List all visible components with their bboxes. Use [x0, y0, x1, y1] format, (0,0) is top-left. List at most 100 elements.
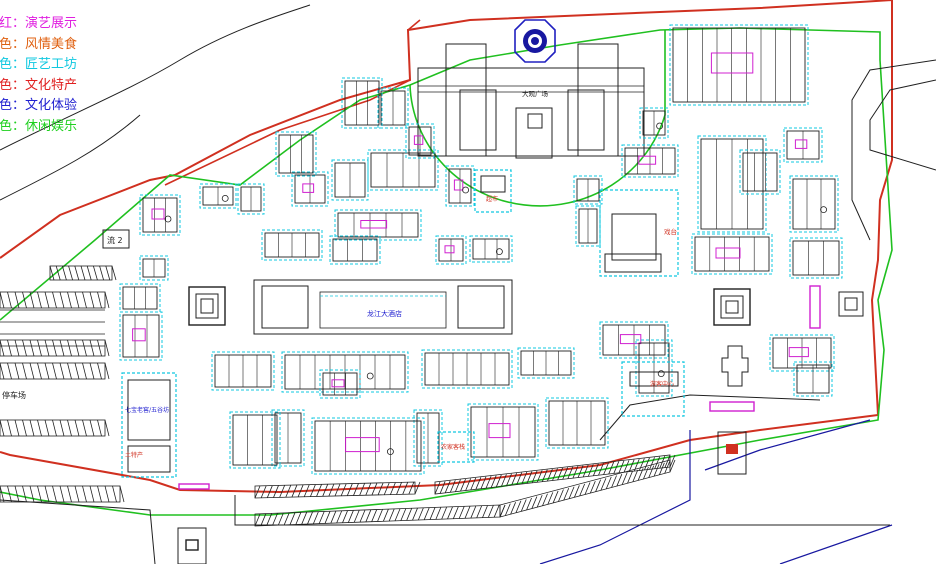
hatch-middle-tick: [470, 477, 477, 491]
building-outline: [545, 397, 609, 449]
parking-row-north-stall: [55, 265, 61, 281]
parking-row-5-stall: [82, 485, 87, 503]
plaza-arc-red: [407, 19, 421, 31]
hatch-south-tick: [365, 509, 372, 523]
hatch-west-tick: [414, 481, 421, 495]
building-outline: [271, 409, 305, 467]
hatch-south-tick: [476, 505, 483, 519]
parking-row-1-stall: [14, 291, 20, 309]
building-feature: [151, 208, 165, 220]
hatch-south-tick: [283, 512, 290, 526]
hatch-south-tick: [382, 509, 389, 522]
hatch-west-tick: [273, 485, 279, 498]
gate2-label: 流 2: [107, 235, 123, 245]
building-feature: [360, 220, 388, 229]
hatch-south-tick: [458, 506, 465, 519]
building-outline: [229, 411, 281, 469]
hatch-southeast-tick: [574, 485, 580, 498]
hatch-west-tick: [390, 482, 396, 495]
building-outline: [334, 209, 422, 241]
hatch-southeast-tick: [510, 502, 516, 515]
hotel-building: [253, 279, 513, 335]
building-outline: [793, 361, 833, 397]
parking-row-2-stall: [89, 339, 95, 357]
hatch-southeast-tick: [621, 472, 628, 485]
parking-row-north-stall: [111, 265, 117, 281]
hatch-southeast-tick: [659, 462, 665, 475]
parking-row-4-stall: [37, 419, 42, 437]
hatch-southeast-tick: [526, 497, 532, 511]
hatch-southeast-tick: [605, 476, 612, 490]
parking-row-3-stall: [82, 362, 87, 380]
building-feature: [444, 245, 455, 254]
parking-row-1-stall: [82, 291, 87, 309]
parking-row-3-stall: [44, 362, 50, 380]
building-outline: [445, 165, 475, 207]
parking-row-5-stall: [112, 485, 117, 503]
hatch-south-tick: [371, 509, 378, 522]
hatch-south-tick: [377, 509, 383, 522]
hatch-middle-tick: [434, 481, 441, 495]
hatch-west-tick: [254, 485, 261, 499]
hatch-middle-tick: [603, 462, 609, 475]
hatch-southeast-tick: [627, 471, 633, 484]
parking-row-north-stall: [49, 265, 55, 281]
building-walls: [122, 314, 160, 358]
hatch-south-tick: [464, 506, 471, 519]
building-walls: [694, 236, 770, 272]
hatch-south-tick: [330, 511, 337, 524]
parking-row-4-stall: [97, 419, 102, 437]
guesthouse-label: 农家客栈: [441, 443, 465, 451]
building-feature: [488, 423, 511, 439]
hatch-west-tick: [346, 483, 353, 496]
hatch-middle-tick: [572, 465, 579, 479]
hatch-west-tick: [365, 483, 372, 496]
magenta-marker-3: [178, 483, 210, 490]
supermarket-building: [474, 169, 512, 213]
building-walls: [122, 286, 158, 310]
hatch-south-tick: [412, 508, 418, 521]
parking-row-3-stall: [59, 362, 65, 380]
parking-row-3-stall: [14, 362, 20, 380]
parking-row-3-stall: [52, 362, 57, 380]
road-east: [869, 79, 936, 171]
road-north-curve: [0, 4, 311, 151]
plaza: [417, 19, 645, 159]
parking-row-2-stall: [44, 339, 50, 357]
hatch-middle-tick: [501, 474, 507, 487]
hatch-west-tick: [408, 481, 415, 495]
building-outline: [517, 347, 575, 379]
building-walls: [472, 238, 510, 260]
hatch-southeast-tick: [552, 490, 559, 504]
building-fixture: [657, 370, 665, 378]
hatch-middle-tick: [531, 470, 538, 484]
building-outline: [575, 205, 601, 247]
parking-row-north-stall: [86, 265, 92, 281]
road-curve-se: [599, 394, 821, 441]
building-outline: [211, 351, 275, 391]
parking-row-4-stall: [44, 419, 50, 437]
building-fixture: [386, 448, 394, 456]
parking-row-3-stall: [7, 362, 12, 380]
hatch-southeast-tick: [579, 483, 586, 497]
building-fixture: [656, 122, 663, 130]
building-feature: [715, 247, 741, 259]
legend-item-leisure: 绿色：休闲娱乐: [0, 118, 78, 134]
site-boundary-red: [0, 0, 893, 494]
hatch-middle-tick: [465, 478, 472, 491]
parking-row-3-stall: [74, 362, 80, 380]
hatch-middle-tick: [526, 471, 533, 484]
hatch-south-tick: [429, 507, 436, 520]
parking-row-1-stall: [22, 291, 27, 309]
parking-row-5-stall: [52, 485, 57, 503]
parking-row-5-stall: [7, 485, 12, 503]
parking-row-4-stall: [52, 419, 57, 437]
building-blocks: [119, 24, 843, 475]
hatch-south-tick: [336, 510, 343, 524]
parking-row-3-stall: [0, 362, 5, 380]
building-outline: [405, 123, 435, 159]
parking-row-north-stall: [62, 265, 67, 281]
building-walls: [337, 212, 419, 238]
hatch-south-tick: [388, 508, 395, 522]
